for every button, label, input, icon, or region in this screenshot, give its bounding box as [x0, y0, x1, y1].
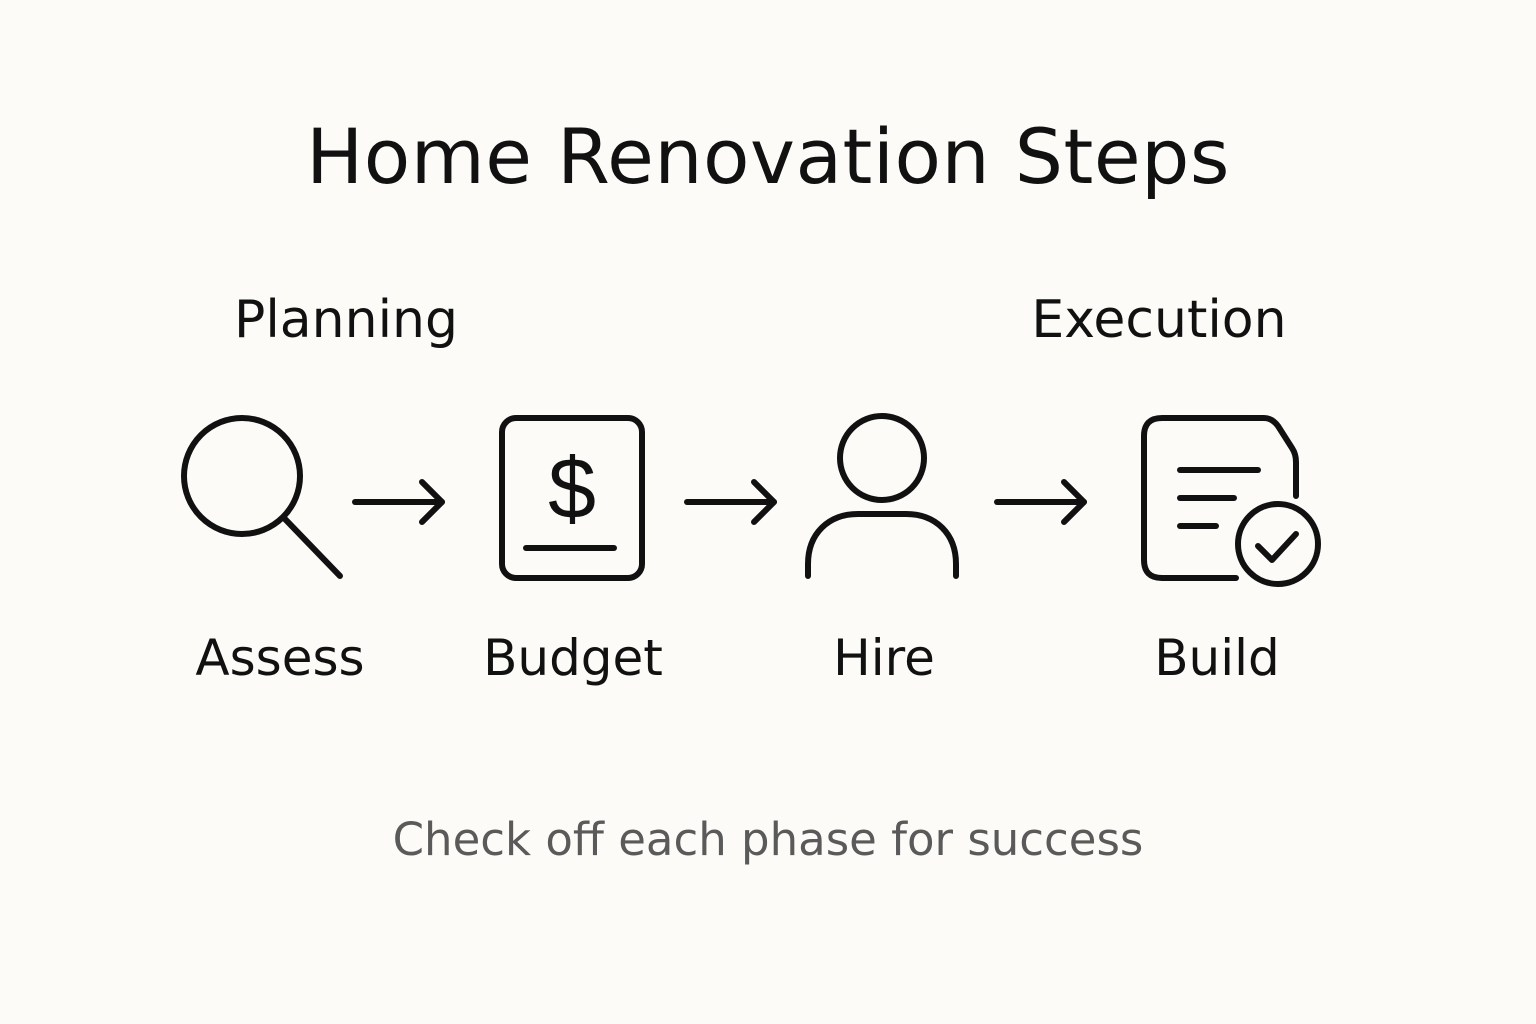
- person-icon: [804, 412, 960, 582]
- arrow-right-icon: [352, 478, 448, 526]
- document-check-icon: [1140, 414, 1324, 588]
- footer-caption: Check off each phase for success: [392, 813, 1144, 866]
- phase-label-planning: Planning: [234, 290, 458, 350]
- dollar-document-icon: $: [498, 414, 648, 582]
- diagram-title: Home Renovation Steps: [306, 112, 1230, 201]
- step-label-budget: Budget: [483, 629, 663, 687]
- step-label-build: Build: [1154, 629, 1280, 687]
- arrow-right-icon: [684, 478, 780, 526]
- svg-text:$: $: [548, 441, 596, 537]
- phase-label-execution: Execution: [1031, 290, 1287, 350]
- arrow-right-icon: [994, 478, 1090, 526]
- magnifier-icon: [176, 408, 348, 584]
- step-label-hire: Hire: [833, 629, 935, 687]
- step-label-assess: Assess: [195, 629, 365, 687]
